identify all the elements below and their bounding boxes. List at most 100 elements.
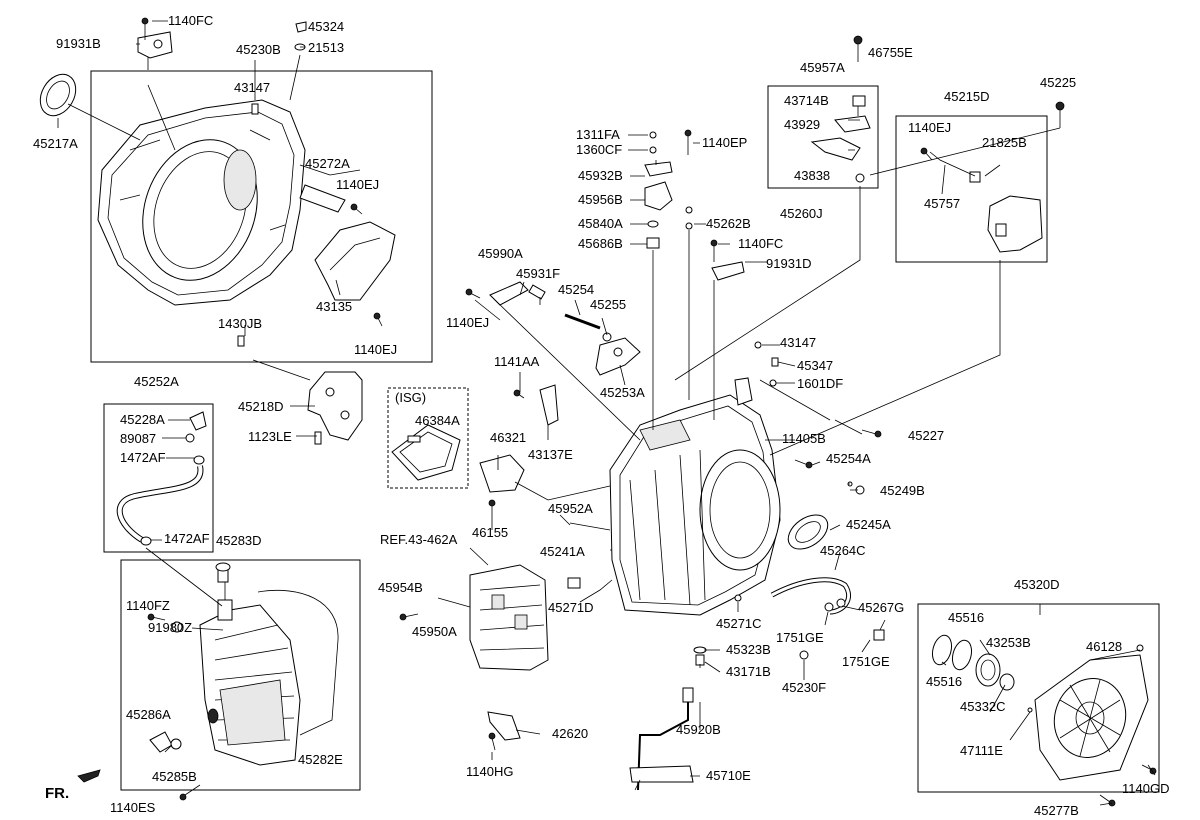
label-45332C: 45332C bbox=[960, 699, 1006, 714]
oil-pan-45282E bbox=[147, 562, 339, 801]
label-45249B: 45249B bbox=[880, 483, 925, 498]
label-1311FA: 1311FA bbox=[576, 127, 620, 142]
lever-42620 bbox=[487, 711, 521, 751]
label-45218D: 45218D bbox=[238, 399, 284, 414]
label-43137E: 43137E bbox=[528, 447, 573, 462]
bracket-group-box bbox=[767, 85, 879, 189]
bracket-group-45957A bbox=[810, 35, 871, 183]
gasket-45272A bbox=[299, 184, 346, 213]
rod-45952A bbox=[559, 514, 571, 526]
label-45253A: 45253A bbox=[600, 385, 645, 400]
label-45840A: 45840A bbox=[578, 216, 623, 231]
label-46321: 46321 bbox=[490, 430, 526, 445]
label-45215D: 45215D bbox=[944, 89, 990, 104]
label-1430JB: 1430JB bbox=[218, 316, 262, 331]
label-45931F: 45931F bbox=[516, 266, 560, 281]
label-1140GD: 1140GD bbox=[1122, 781, 1169, 796]
fr-arrow bbox=[77, 769, 101, 783]
label-45757: 45757 bbox=[924, 196, 960, 211]
label-45272A: 45272A bbox=[305, 156, 350, 171]
label-43714B: 43714B bbox=[784, 93, 829, 108]
label-91980Z: 91980Z bbox=[148, 620, 192, 635]
label-11405B: 11405B bbox=[782, 431, 826, 446]
label-45267G: 45267G bbox=[858, 600, 904, 615]
bolts-housing bbox=[237, 203, 383, 347]
hose-assembly bbox=[116, 411, 207, 546]
label-45285B: 45285B bbox=[152, 769, 197, 784]
transmission-case bbox=[609, 377, 781, 616]
housing-group-box bbox=[90, 70, 433, 363]
label-45228A: 45228A bbox=[120, 412, 165, 427]
label-45271C: 45271C bbox=[716, 616, 762, 631]
label-91931D: 91931D bbox=[766, 256, 812, 271]
mount-group-box bbox=[895, 115, 1048, 263]
label-45260J: 45260J bbox=[780, 206, 823, 221]
label-45264C: 45264C bbox=[820, 543, 866, 558]
label-45954B: 45954B bbox=[378, 580, 423, 595]
label-43135: 43135 bbox=[316, 299, 352, 314]
bracket-91931B bbox=[137, 17, 173, 59]
label-1601DF: 1601DF bbox=[797, 376, 843, 391]
bracket-45218D bbox=[307, 371, 363, 445]
label-45282E: 45282E bbox=[298, 752, 343, 767]
label-45952A: 45952A bbox=[548, 501, 593, 516]
case-small-parts bbox=[567, 341, 882, 666]
label-21825B: 21825B bbox=[982, 135, 1027, 150]
label-45320D: 45320D bbox=[1014, 577, 1060, 592]
hose-group-box bbox=[103, 403, 214, 553]
cooler-pipe-45264C bbox=[770, 577, 885, 660]
label-43147: 43147 bbox=[780, 335, 816, 350]
label-45217A: 45217A bbox=[33, 136, 78, 151]
solenoid-group bbox=[644, 129, 745, 281]
label-45686B: 45686B bbox=[578, 236, 623, 251]
label-47111E: 47111E bbox=[960, 743, 1003, 758]
label-42620: 42620 bbox=[552, 726, 588, 741]
label-1140FC: 1140FC bbox=[168, 13, 213, 28]
label-1472AF: 1472AF bbox=[120, 450, 166, 465]
label-45262B: 45262B bbox=[706, 216, 751, 231]
label-45324: 45324 bbox=[308, 19, 344, 34]
oil-pan-group-box bbox=[120, 559, 361, 791]
label-91931B: 91931B bbox=[56, 36, 101, 51]
label-45252A: 45252A bbox=[134, 374, 179, 389]
mount-bracket-45215D bbox=[920, 101, 1065, 253]
side-cover-45320D bbox=[931, 634, 1157, 807]
filter-46384A bbox=[391, 424, 461, 481]
sensor-45920B bbox=[629, 687, 694, 791]
label-1141AA: 1141AA bbox=[494, 354, 540, 369]
label-45516: 45516 bbox=[948, 610, 984, 625]
label-45254: 45254 bbox=[558, 282, 594, 297]
label-1360CF: 1360CF bbox=[576, 142, 622, 157]
label-45286A: 45286A bbox=[126, 707, 171, 722]
label-1472AF: 1472AF bbox=[164, 531, 210, 546]
label-45950A: 45950A bbox=[412, 624, 457, 639]
label-43147: 43147 bbox=[234, 80, 270, 95]
label-43253B: 43253B bbox=[986, 635, 1031, 650]
label-45225: 45225 bbox=[1040, 75, 1076, 90]
label-45245A: 45245A bbox=[846, 517, 891, 532]
label-1751GE: 1751GE bbox=[842, 654, 890, 669]
cover-group-box bbox=[917, 603, 1160, 793]
label-45271D: 45271D bbox=[548, 600, 594, 615]
isg-group-box bbox=[387, 387, 469, 489]
label-ref: REF.43-462A bbox=[380, 532, 458, 547]
label-1140HG: 1140HG bbox=[466, 764, 513, 779]
label-45932B: 45932B bbox=[578, 168, 623, 183]
label-45957A: 45957A bbox=[800, 60, 845, 75]
baffle-43135 bbox=[314, 221, 396, 301]
case-seal-45245A bbox=[787, 514, 829, 550]
label-43838: 43838 bbox=[794, 168, 830, 183]
label-43171B: 43171B bbox=[726, 664, 771, 679]
label-isg: (ISG) bbox=[395, 390, 426, 405]
label-45956B: 45956B bbox=[578, 192, 623, 207]
label-1140EP: 1140EP bbox=[702, 135, 747, 150]
label-1751GE: 1751GE bbox=[776, 630, 824, 645]
label-1140EJ: 1140EJ bbox=[354, 342, 397, 357]
label-45990A: 45990A bbox=[478, 246, 523, 261]
label-45254A: 45254A bbox=[826, 451, 871, 466]
label-45255: 45255 bbox=[590, 297, 626, 312]
shift-parts bbox=[465, 281, 641, 520]
small-parts-top bbox=[251, 21, 307, 115]
label-89087: 89087 bbox=[120, 431, 156, 446]
